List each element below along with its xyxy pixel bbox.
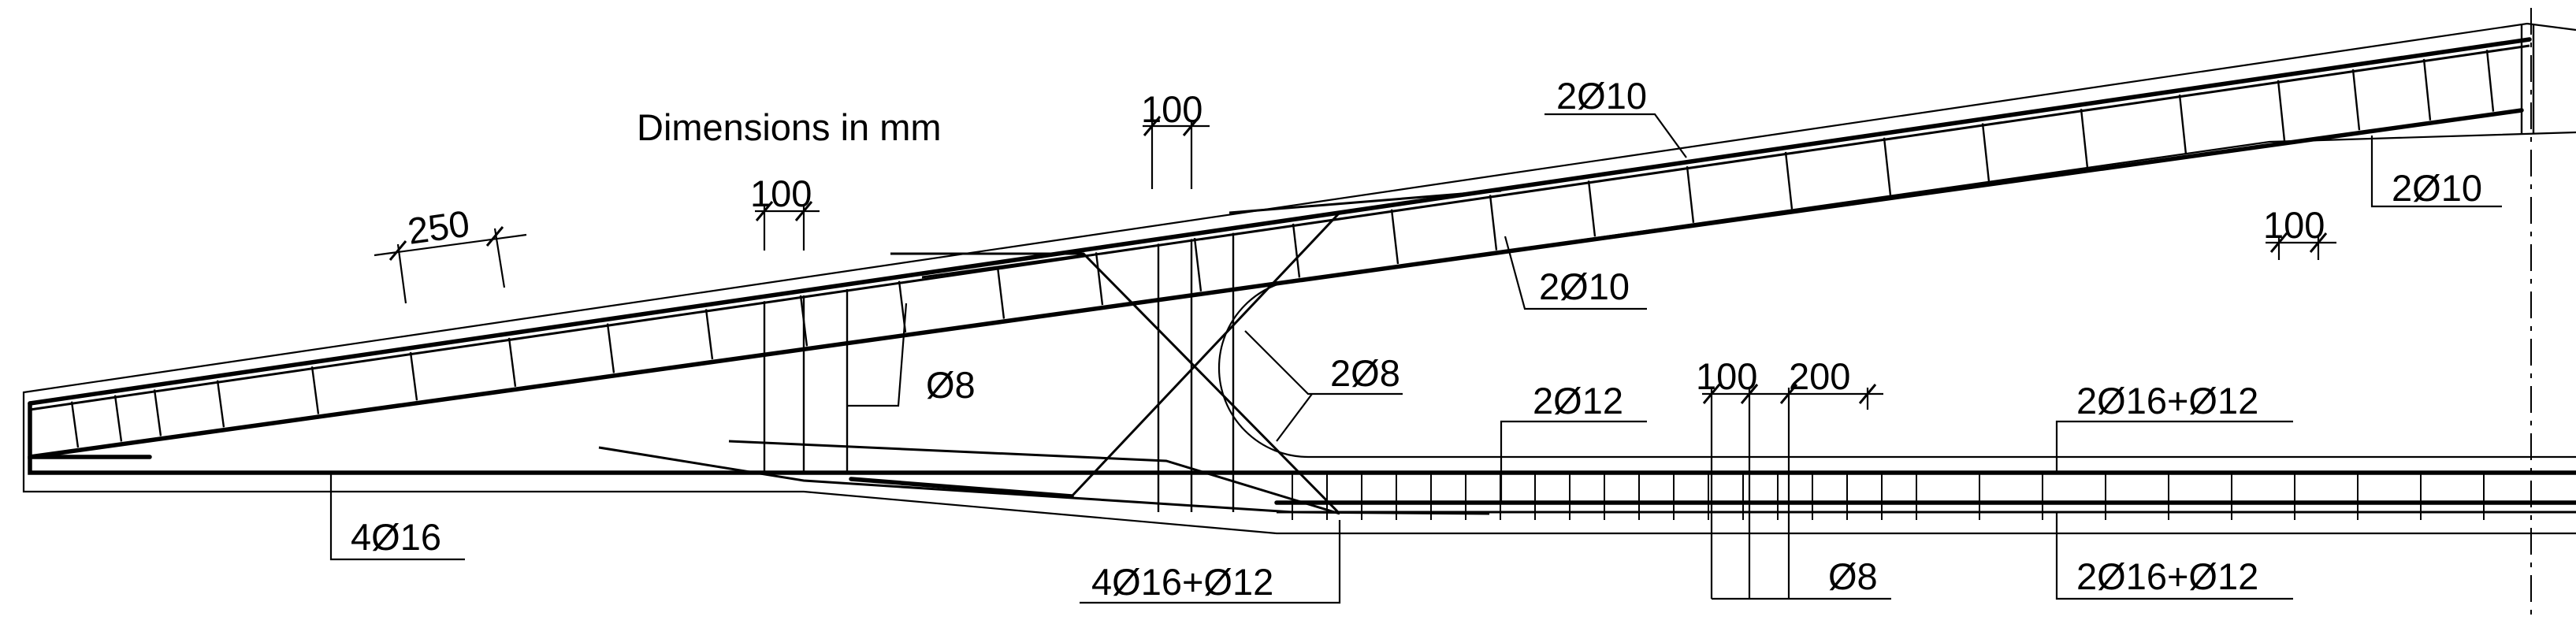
leader-d8-a xyxy=(847,303,908,407)
bar-label-2d16-d12-top: 2Ø16+Ø12 xyxy=(2076,380,2258,421)
stirrup-inclined xyxy=(409,351,418,401)
stirrup-inclined xyxy=(1587,180,1597,237)
leader-2d12 xyxy=(1500,420,1647,503)
top-bar-upper-line-2 xyxy=(29,44,2530,411)
stirrup-inclined xyxy=(153,389,162,436)
stirrup-inclined xyxy=(2178,94,2188,154)
bar-label-4d16: 4Ø16 xyxy=(351,516,441,558)
stirrup-inclined xyxy=(70,401,80,448)
bar-label-top-2d10-b: 2Ø10 xyxy=(2392,167,2482,209)
dim-tick xyxy=(1779,384,1798,404)
leader-2d16-top xyxy=(2055,420,2293,473)
stirrup-inclined xyxy=(507,337,517,387)
leader-2d8 xyxy=(1244,330,1403,395)
bar-label-top-2d10-c: 2Ø10 xyxy=(1539,266,1630,307)
spacing-label-100-c: 100 xyxy=(2263,204,2325,246)
bent-bar-b xyxy=(728,440,1340,515)
stirrup-inclined xyxy=(2351,69,2361,131)
leader-top-2d10-c xyxy=(1504,236,1647,310)
bar-label-2d8: 2Ø8 xyxy=(1330,352,1400,394)
dim-tick xyxy=(485,226,504,247)
stirrup-inclined xyxy=(310,366,320,414)
bottom-side-bar xyxy=(849,477,1074,499)
spacing-label-100-d: 100 xyxy=(1696,355,1757,397)
stirrup-inclined xyxy=(2277,80,2286,141)
dim-tick xyxy=(1740,384,1759,404)
dim-tick xyxy=(388,240,407,261)
dim-tick xyxy=(755,201,774,221)
stirrup-inclined xyxy=(1292,223,1301,278)
leader-4d16 xyxy=(329,473,465,561)
bar-label-4d16-d12: 4Ø16+Ø12 xyxy=(1091,561,1273,603)
cross-bar-b xyxy=(1070,211,1341,498)
short-top-bar-2 xyxy=(1229,189,1502,214)
top-bar-upper-line xyxy=(28,37,2532,406)
dim-tick xyxy=(2269,232,2288,253)
bar-label-2d12: 2Ø12 xyxy=(1533,380,1623,421)
bar-label-top-2d10-a: 2Ø10 xyxy=(1556,75,1647,117)
stirrup-inclined xyxy=(2485,50,2495,112)
leaders xyxy=(329,113,2502,604)
leader-top-2d10-b xyxy=(2370,136,2502,208)
leader-4d16-d12 xyxy=(1080,520,1341,604)
spacing-label-100-a: 100 xyxy=(750,173,812,214)
stirrups xyxy=(70,24,2535,520)
dim-tick xyxy=(1702,384,1721,404)
dim-tick xyxy=(1182,116,1201,136)
dim-ext-250-b xyxy=(493,228,506,288)
spacing-label-100-b: 100 xyxy=(1141,88,1203,130)
stirrup-inclined xyxy=(113,395,123,442)
leader-top-2d10-a xyxy=(1544,113,1687,158)
stirrup-inclined xyxy=(1489,195,1498,251)
stirrup-inclined xyxy=(1784,151,1794,210)
stirrup-inclined xyxy=(1981,123,1991,182)
stirrup-inclined xyxy=(2080,109,2089,169)
dim-ext-250-a xyxy=(396,243,407,304)
stirrup-inclined xyxy=(2422,58,2432,121)
bottom-bar-4d16 xyxy=(28,455,2576,475)
dimension-marks xyxy=(374,116,2336,599)
stirrup-inclined xyxy=(1095,252,1104,306)
bar-label-d8-b: Ø8 xyxy=(1828,555,1878,597)
stirrup-inclined xyxy=(996,266,1005,319)
stirrup-inclined xyxy=(1883,137,1892,196)
dim-tick xyxy=(2309,232,2328,253)
bar-label-d8-a: Ø8 xyxy=(926,364,976,406)
short-top-bar xyxy=(921,254,1084,279)
cross-bar-a xyxy=(890,252,1341,515)
spacing-label-250: 250 xyxy=(405,202,472,252)
outer-outline xyxy=(22,22,2576,535)
labels: Dimensions in mm 250 100 100 100 100 200… xyxy=(351,75,2482,603)
dim-tick xyxy=(1143,116,1162,136)
dim-tick xyxy=(794,201,813,221)
drawing-title: Dimensions in mm xyxy=(637,106,942,148)
main-bars xyxy=(28,37,2576,515)
leader-2d8-b xyxy=(1276,393,1313,442)
top-bar-lower-line xyxy=(28,108,2524,459)
stirrup-inclined xyxy=(216,380,225,428)
dim-tick xyxy=(1858,384,1877,404)
spacing-label-200: 200 xyxy=(1789,355,1850,397)
stirrup-inclined xyxy=(606,323,615,373)
stirrup-inclined xyxy=(704,309,714,360)
dim-ticks xyxy=(388,116,2328,404)
stirrup-inclined xyxy=(1193,238,1203,292)
bar-label-2d16-d12-bottom: 2Ø16+Ø12 xyxy=(2076,555,2258,597)
leader-2d16-bottom xyxy=(2055,512,2293,600)
stirrup-inclined xyxy=(1686,165,1695,223)
stirrup-inclined xyxy=(1390,209,1400,265)
